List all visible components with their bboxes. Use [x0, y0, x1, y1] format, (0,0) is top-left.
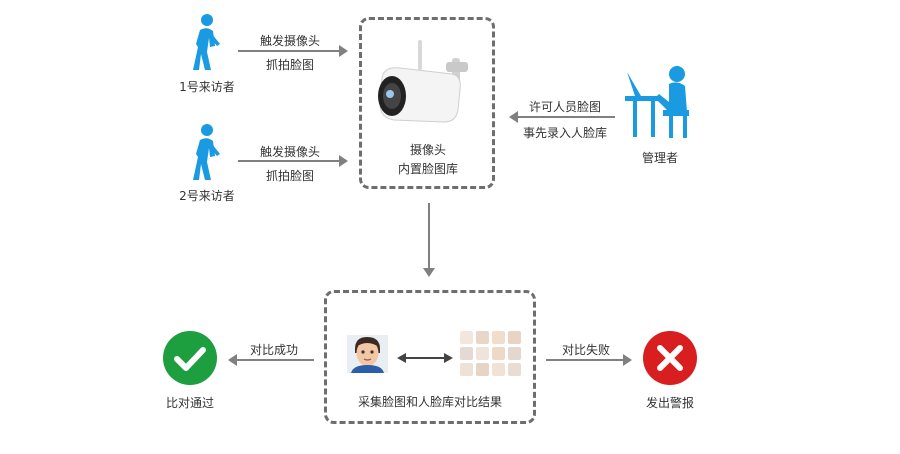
visitor-1-arrow-bottom-label: 抓拍脸图: [265, 58, 314, 72]
down-arrow: [423, 203, 435, 277]
captured-face-icon: [347, 335, 388, 373]
visitor-2-arrow-bottom-label: 抓拍脸图: [265, 169, 314, 183]
admin-arrow-bottom-label: 事先录入人脸库: [522, 126, 607, 140]
visitor-2-arrow-top-label: 触发摄像头: [259, 145, 320, 159]
double-arrow: [397, 349, 453, 363]
visitor-1-label: 1号来访者: [179, 80, 235, 94]
compare-caption: 采集脸图和人脸库对比结果: [357, 395, 502, 409]
success-label: 比对通过: [165, 396, 214, 410]
success-arrow-label: 对比成功: [249, 343, 298, 357]
camera-label-line1: 摄像头: [409, 143, 446, 157]
camera-box: [359, 17, 495, 189]
visitor-1-arrow: [238, 45, 348, 57]
compare-box: [324, 290, 536, 424]
failure-arrow: [546, 354, 632, 366]
admin-arrow: [509, 111, 615, 123]
success-arrow: [228, 354, 314, 366]
failure-arrow-label: 对比失败: [561, 343, 610, 357]
visitor-1-arrow-top-label: 触发摄像头: [259, 34, 320, 48]
visitor-1-icon: [190, 14, 224, 72]
visitor-2-icon: [190, 124, 224, 182]
check-icon: [163, 331, 217, 385]
visitor-2-arrow: [238, 155, 348, 167]
visitor-2-label: 2号来访者: [179, 189, 235, 203]
camera-label-line2: 内置脸图库: [397, 162, 458, 176]
cross-icon: [643, 331, 697, 385]
failure-label: 发出警报: [645, 396, 694, 410]
admin-icon: [625, 62, 695, 140]
admin-arrow-top-label: 许可人员脸图: [528, 100, 601, 114]
admin-label: 管理者: [641, 151, 678, 165]
camera-icon: [374, 38, 482, 124]
face-database-grid: [460, 331, 522, 377]
